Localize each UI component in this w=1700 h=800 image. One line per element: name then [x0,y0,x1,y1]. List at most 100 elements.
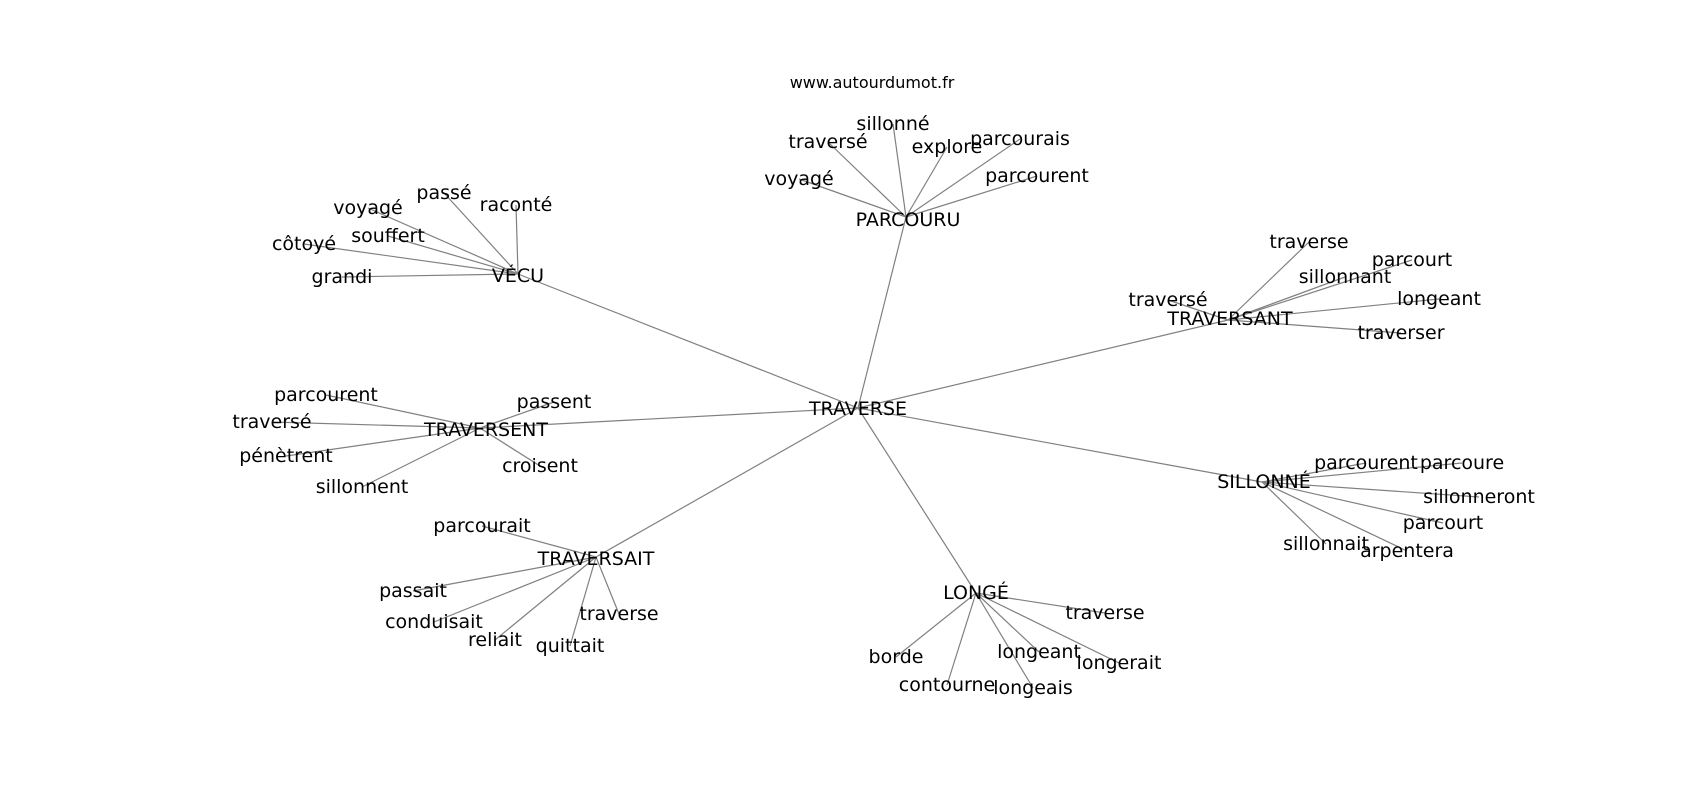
edge-traversent-passent [479,401,555,429]
word-node-parcourait[interactable]: parcourait [433,515,530,537]
word-node-traverse[interactable]: traverse [1065,602,1144,624]
word-node-penetrent[interactable]: pénètrent [239,445,333,467]
edge-parcouru-traverse [827,141,907,218]
edge-parcouru-parcourent [905,175,1038,218]
root-node-traverse[interactable]: TRAVERSE [808,398,907,420]
edge-traversent-penetrent [285,427,481,457]
graph-labels: voyagé passé raconté souffert côtoyé grandi VÉ… [232,113,1534,699]
word-node-traverse[interactable]: traverse [1269,231,1348,253]
word-node-grandi[interactable]: grandi [312,266,373,288]
word-node-explore[interactable]: explore [912,136,983,158]
word-node-passe[interactable]: passé [416,182,471,204]
edge-root-sillonne [857,407,1263,483]
edge-traversent-sillonnent [361,427,481,488]
word-node-parcourais[interactable]: parcourais [970,128,1070,150]
hub-node-sillonne[interactable]: SILLONNÉ [1217,470,1311,493]
edge-traversait-quittait [569,556,597,647]
word-node-sillonne[interactable]: sillonné [856,113,929,135]
edge-parcouru-voyage [798,178,907,218]
graph-edges [271,123,1480,689]
word-node-quittait[interactable]: quittait [536,635,605,657]
edge-vecu-voyage [367,207,519,275]
word-node-parcourent[interactable]: parcourent [1314,452,1418,474]
word-node-passait[interactable]: passait [379,580,447,602]
edge-traversait-passait [412,556,597,592]
word-node-traverser[interactable]: traverser [1357,322,1444,344]
edge-longe-longeais [975,592,1034,689]
edge-sillonne-parcoure [1261,462,1463,483]
hub-node-vecu[interactable]: VÉCU [492,264,544,287]
hub-node-traversant[interactable]: TRAVERSANT [1166,308,1293,330]
hub-node-traversait[interactable]: TRAVERSAIT [537,548,655,570]
word-node-parcourent[interactable]: parcourent [985,165,1089,187]
edge-traversant-longeant [1227,298,1440,321]
edge-sillonne-parcourt [1261,481,1444,524]
edge-root-longe [857,407,977,594]
word-node-arpentera[interactable]: arpentera [1360,540,1454,562]
word-node-cotoye[interactable]: côtoyé [272,233,336,255]
edge-parcouru-explore [905,146,948,218]
edge-vecu-cotoye [303,243,519,275]
word-node-conduisait[interactable]: conduisait [385,611,483,633]
edge-traversant-traverse [1167,299,1229,321]
word-node-traverse[interactable]: traversé [1128,289,1207,311]
word-node-parcourent[interactable]: parcourent [274,384,378,406]
word-node-raconte[interactable]: raconté [480,194,553,216]
word-node-voyage[interactable]: voyagé [333,197,403,219]
word-node-sillonneront[interactable]: sillonneront [1423,486,1535,508]
edge-sillonne-sillonneront [1261,481,1480,498]
edge-root-traversant [857,319,1229,409]
hub-node-parcouru[interactable]: PARCOURU [856,209,961,231]
edge-root-traversait [595,407,859,558]
word-node-traverse[interactable]: traversé [788,131,867,153]
edge-traversent-croisent [479,427,541,467]
edge-traversait-traverse [595,556,620,615]
word-node-longerait[interactable]: longerait [1077,652,1162,674]
edge-vecu-passe [443,192,519,275]
edge-longe-traverse [975,592,1106,614]
word-node-sillonnait[interactable]: sillonnait [1283,533,1369,555]
word-node-parcourt[interactable]: parcourt [1403,512,1483,534]
word-node-sillonnent[interactable]: sillonnent [316,476,409,498]
edge-traversent-parcourent [325,394,481,429]
word-node-reliait[interactable]: reliait [468,629,522,651]
edge-sillonne-arpentera [1261,481,1408,552]
word-node-parcourt[interactable]: parcourt [1372,249,1452,271]
source-watermark: www.autourdumot.fr [790,73,955,92]
edge-traversait-parcourait [481,525,597,558]
edge-traversent-traverse [271,421,481,429]
edge-sillonne-parcourent [1261,462,1367,483]
edge-traversant-sillonnant [1227,276,1346,321]
edge-root-vecu [517,273,859,409]
edge-traversant-traverse [1227,241,1310,321]
edge-longe-borde [895,592,977,658]
edge-longe-longeant [975,592,1040,653]
word-node-croisent[interactable]: croisent [502,455,578,477]
word-node-passent[interactable]: passent [517,391,592,413]
word-node-voyage[interactable]: voyagé [764,168,834,190]
edge-root-parcouru [857,216,907,409]
word-node-souffert[interactable]: souffert [351,225,425,247]
edge-parcouru-sillonne [892,123,907,218]
hub-node-traversent[interactable]: TRAVERSENT [423,419,548,441]
word-node-longeais[interactable]: longeais [993,677,1073,699]
word-node-contourne[interactable]: contourne [899,674,995,696]
hub-node-longe[interactable]: LONGÉ [943,581,1009,604]
edge-vecu-raconte [515,204,519,275]
word-node-borde[interactable]: borde [869,646,924,668]
edge-vecu-grandi [341,273,519,278]
edge-root-traversent [479,407,859,429]
edge-longe-contourne [946,592,977,686]
word-node-longeant[interactable]: longeant [997,641,1081,663]
word-node-traverse[interactable]: traversé [232,411,311,433]
edge-longe-longerait [975,592,1120,664]
edge-parcouru-parcourais [905,138,1021,218]
edge-vecu-souffert [387,235,519,275]
edge-sillonne-sillonnait [1261,481,1327,545]
edge-traversait-conduisait [433,556,597,623]
word-node-longeant[interactable]: longeant [1397,288,1481,310]
word-node-traverse[interactable]: traverse [579,603,658,625]
word-node-parcoure[interactable]: parcoure [1420,452,1504,474]
word-node-sillonnant[interactable]: sillonnant [1299,266,1392,288]
